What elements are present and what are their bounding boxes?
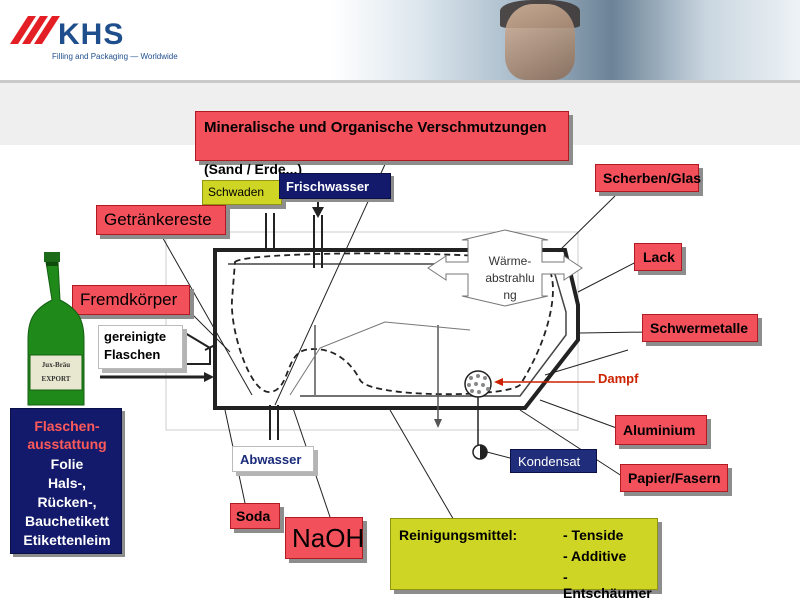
ausstattung-line-6: Bauchetikett [24, 513, 110, 529]
waerme-label: Wärme- abstrahlu ng [468, 253, 552, 304]
header-photo [330, 0, 800, 80]
naoh-box: NaOH [285, 517, 365, 559]
soda-label: Soda [236, 508, 271, 524]
ausstattung-box: Flaschen- ausstattung Folie Hals-, Rücke… [10, 408, 122, 554]
ausstattung-line-3: Folie [50, 456, 84, 472]
flaschen-label: Flaschen [104, 347, 161, 362]
gereinigte-label: gereinigte [104, 329, 167, 344]
schwaden-label: Schwaden [208, 185, 265, 199]
schwermetalle-label: Schwermetalle [650, 320, 749, 336]
bottle-label-2: EXPORT [41, 375, 71, 383]
gereinigte-box: gereinigte Flaschen [98, 325, 183, 369]
waerme-line-3: ng [503, 288, 517, 302]
tenside-label: - Tenside [563, 527, 624, 543]
naoh-label: NaOH [292, 523, 365, 553]
reinigungsmittel-box: Reinigungsmittel: - Tenside - Additive -… [390, 518, 658, 601]
ausstattung-line-1: Flaschen- [34, 418, 100, 434]
reinigungsmittel-label: Reinigungsmittel: [399, 527, 518, 543]
aluminium-label: Aluminium [623, 422, 696, 438]
mineral-label: Mineralische und Organische Verschmutzun… [204, 119, 547, 136]
scherben-label: Scherben/Glas [603, 170, 702, 186]
scherben-box: Scherben/Glas [595, 164, 702, 192]
ausstattung-line-2: ausstattung [27, 436, 107, 452]
getraenkereste-box: Getränkereste [96, 205, 226, 235]
fremdkoerper-label: Fremdkörper [80, 290, 178, 309]
waerme-line-1: Wärme- [488, 254, 532, 268]
additive-label: - Additive [563, 548, 627, 564]
tagline: Filling and Packaging — Worldwide [52, 52, 178, 61]
khs-logo-icon [10, 16, 60, 44]
aluminium-box: Aluminium [615, 415, 707, 445]
frischwasser-box: Frischwasser [279, 173, 391, 199]
photo-face [505, 4, 575, 80]
bottle-label-1: Jux-Bräu [41, 361, 71, 369]
abwasser-label: Abwasser [240, 452, 302, 467]
header: KHS Filling and Packaging — Worldwide [0, 0, 800, 80]
logo-text: KHS [58, 18, 125, 51]
mineral-box: Mineralische und Organische Verschmutzun… [195, 111, 569, 161]
lack-box: Lack [634, 243, 682, 271]
fremdkoerper-box: Fremdkörper [72, 285, 190, 315]
waerme-line-2: abstrahlu [485, 271, 535, 285]
schwaden-box: Schwaden [202, 180, 282, 205]
getraenkereste-label: Getränkereste [104, 210, 212, 229]
lack-label: Lack [643, 249, 675, 265]
dampf-label: Dampf [598, 371, 639, 386]
ausstattung-line-4: Hals-, [47, 475, 87, 491]
ausstattung-line-5: Rücken-, [37, 494, 97, 510]
ausstattung-line-7: Etikettenleim [23, 532, 111, 548]
entschaeumer-label: - Entschäumer [563, 569, 652, 601]
frischwasser-label: Frischwasser [286, 179, 370, 194]
soda-box: Soda [230, 503, 280, 529]
abwasser-box: Abwasser [232, 446, 314, 472]
papier-box: Papier/Fasern [620, 464, 728, 492]
kondensat-label: Kondensat [518, 454, 581, 469]
mineral-label-2: (Sand / Erde...) [204, 161, 303, 177]
papier-label: Papier/Fasern [628, 470, 721, 486]
kondensat-box: Kondensat [510, 449, 597, 473]
schwermetalle-box: Schwermetalle [642, 314, 758, 342]
